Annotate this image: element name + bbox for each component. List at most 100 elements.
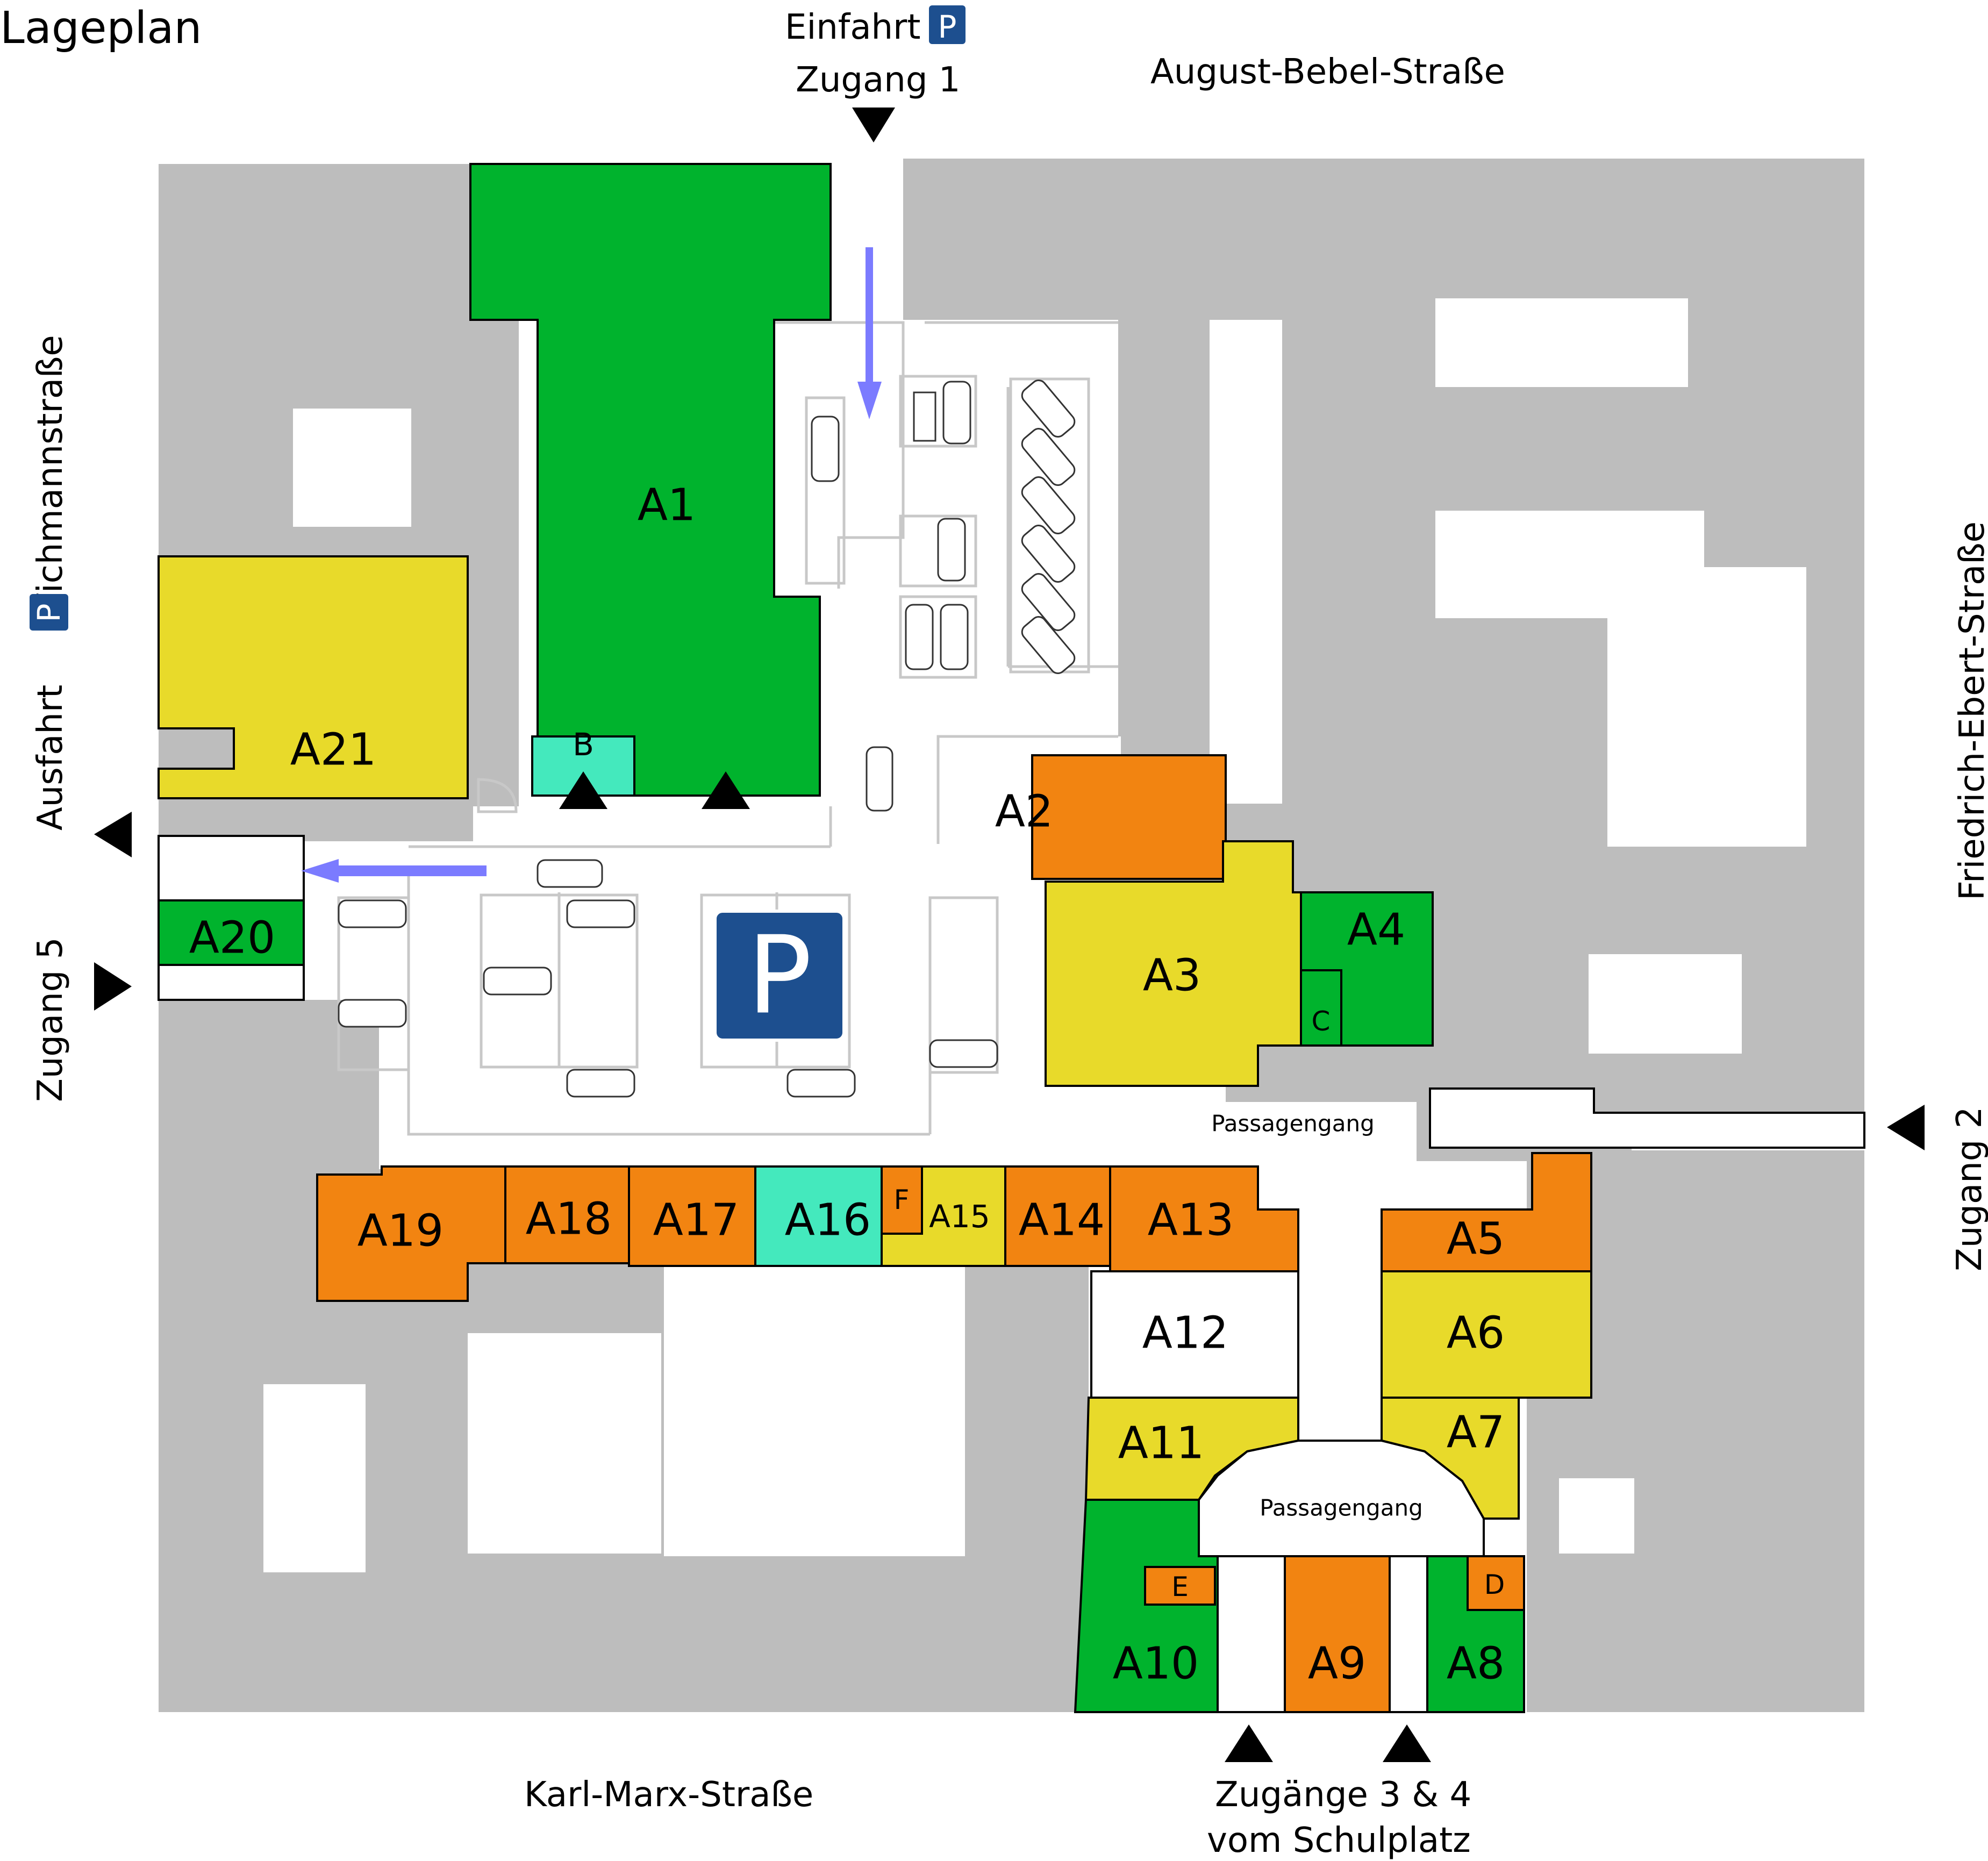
car-icon xyxy=(929,1039,998,1068)
unit-A6-label: A6 xyxy=(1447,1308,1505,1359)
courtyard-patch xyxy=(1210,320,1282,804)
unit-A18-label: A18 xyxy=(526,1194,612,1245)
door-swing xyxy=(477,778,518,813)
svg-text:P: P xyxy=(31,604,67,622)
car-icon xyxy=(566,1069,635,1098)
parking-sign-icon: P xyxy=(929,5,966,45)
unit-A13[interactable] xyxy=(1109,1165,1299,1272)
car-icon xyxy=(483,967,552,996)
entrance-triangle-icon xyxy=(702,771,750,809)
unit-A8-label: A8 xyxy=(1447,1638,1505,1690)
entrance-triangle-icon xyxy=(1225,1724,1273,1762)
courtyard-patch xyxy=(1559,1478,1634,1554)
building-block-northeast xyxy=(903,159,1864,1161)
corridor-zugang-4 xyxy=(1389,1555,1428,1713)
unit-A12[interactable] xyxy=(1090,1270,1299,1399)
unit-A10-label: A10 xyxy=(1113,1638,1199,1690)
parking-sign-icon: P xyxy=(713,910,846,1042)
unit-B-label: B xyxy=(573,726,594,763)
courtyard-patch xyxy=(664,1266,965,1556)
car-icon xyxy=(537,859,603,888)
street-east: Friedrich-Ebert-Straße xyxy=(1953,521,1988,900)
unit-A6[interactable] xyxy=(1381,1270,1592,1399)
unit-A9[interactable] xyxy=(1284,1555,1391,1713)
car-icon xyxy=(940,604,969,670)
unit-E[interactable] xyxy=(1144,1566,1216,1606)
unit-A20-label: A20 xyxy=(189,913,275,964)
corridor-zugang-3 xyxy=(1217,1555,1286,1713)
parked-cars xyxy=(338,380,1076,1098)
unit-A16-label: A16 xyxy=(785,1195,871,1246)
unit-A11-label: A11 xyxy=(1118,1418,1204,1469)
label-zugang-2: Zugang 2 xyxy=(1950,1107,1988,1272)
access-opening-zugang-5 xyxy=(158,964,305,1001)
car-icon xyxy=(937,518,966,582)
car-icon xyxy=(786,1069,856,1098)
parking-bay-group xyxy=(928,896,999,1074)
unit-A19[interactable] xyxy=(316,1165,506,1302)
unit-E-label: E xyxy=(1171,1571,1189,1602)
passage-label-lower: Passagengang xyxy=(1260,1495,1422,1521)
unit-A2-label: A2 xyxy=(995,786,1053,838)
car-icon xyxy=(338,999,407,1028)
entrance-triangle-icon xyxy=(94,962,132,1011)
car-icon xyxy=(866,746,893,812)
entrance-triangle-icon xyxy=(852,108,895,142)
corridor-zugang-2 xyxy=(1429,1087,1865,1149)
parking-area xyxy=(337,321,1118,1136)
label-zugang-1: Zugang 1 xyxy=(796,60,961,100)
unit-A2[interactable] xyxy=(1031,754,1227,880)
direction-arrow-icon xyxy=(301,859,487,883)
unit-A21-label: A21 xyxy=(290,725,376,776)
unit-C[interactable] xyxy=(1300,969,1342,1047)
label-einfahrt: Einfahrt xyxy=(785,8,921,47)
direction-arrow-icon xyxy=(857,247,882,419)
unit-A21[interactable] xyxy=(158,555,469,799)
unit-A17[interactable] xyxy=(628,1165,756,1267)
parking-bay-group xyxy=(1009,377,1090,674)
svg-text:P: P xyxy=(747,913,812,1039)
label-zugang-5: Zugang 5 xyxy=(31,937,70,1103)
unit-A14-label: A14 xyxy=(1019,1195,1105,1246)
unit-D-label: D xyxy=(1484,1569,1505,1600)
car-icon xyxy=(1021,525,1076,583)
parking-bay-group xyxy=(899,595,977,679)
label-zugang-3-4: Zugänge 3 & 4 xyxy=(1215,1775,1471,1815)
car-icon xyxy=(1021,573,1076,631)
unit-A5-label: A5 xyxy=(1447,1214,1505,1265)
car-icon xyxy=(811,416,840,482)
entrance-triangle-icon xyxy=(94,812,132,857)
passage-lower xyxy=(1198,1440,1485,1557)
unit-A1-label: A1 xyxy=(638,480,696,531)
courtyard-patch xyxy=(293,409,411,527)
parking-bay-group xyxy=(805,396,846,585)
unit-D[interactable] xyxy=(1467,1555,1525,1611)
units: A1 B A2 A3 A4 C A5 A6 A7 A8 D A9 xyxy=(158,163,1592,1713)
street-north: August-Bebel-Straße xyxy=(1150,52,1505,92)
passage-label-upper: Passagengang xyxy=(1211,1111,1374,1137)
unit-A13-label: A13 xyxy=(1148,1195,1234,1246)
entrance-markers xyxy=(94,108,1925,1762)
courtyard-patch xyxy=(263,1384,366,1572)
car-icon xyxy=(1021,428,1076,486)
entrance-triangle-icon xyxy=(1383,1724,1431,1762)
parking-outline xyxy=(407,806,932,1136)
map-title: Lageplan xyxy=(0,3,202,54)
parking-bay-group xyxy=(899,375,977,448)
unit-A7-label: A7 xyxy=(1447,1407,1505,1458)
car-icon xyxy=(338,899,407,928)
parking-bay-group xyxy=(899,514,977,588)
car-icon xyxy=(1021,616,1076,674)
parking-outline xyxy=(774,321,905,589)
entrance-triangle-icon xyxy=(559,771,607,809)
label-ausfahrt: Ausfahrt xyxy=(31,685,70,831)
unit-A14[interactable] xyxy=(1004,1165,1111,1267)
courtyard-patch xyxy=(1589,954,1742,1054)
exit-opening xyxy=(158,835,305,901)
unit-A1[interactable] xyxy=(469,163,832,797)
unit-F-label: F xyxy=(894,1184,910,1215)
unit-C-label: C xyxy=(1312,1006,1331,1037)
unit-A12-label: A12 xyxy=(1142,1308,1228,1359)
car-icon xyxy=(1021,476,1076,534)
unit-F[interactable] xyxy=(881,1165,923,1235)
